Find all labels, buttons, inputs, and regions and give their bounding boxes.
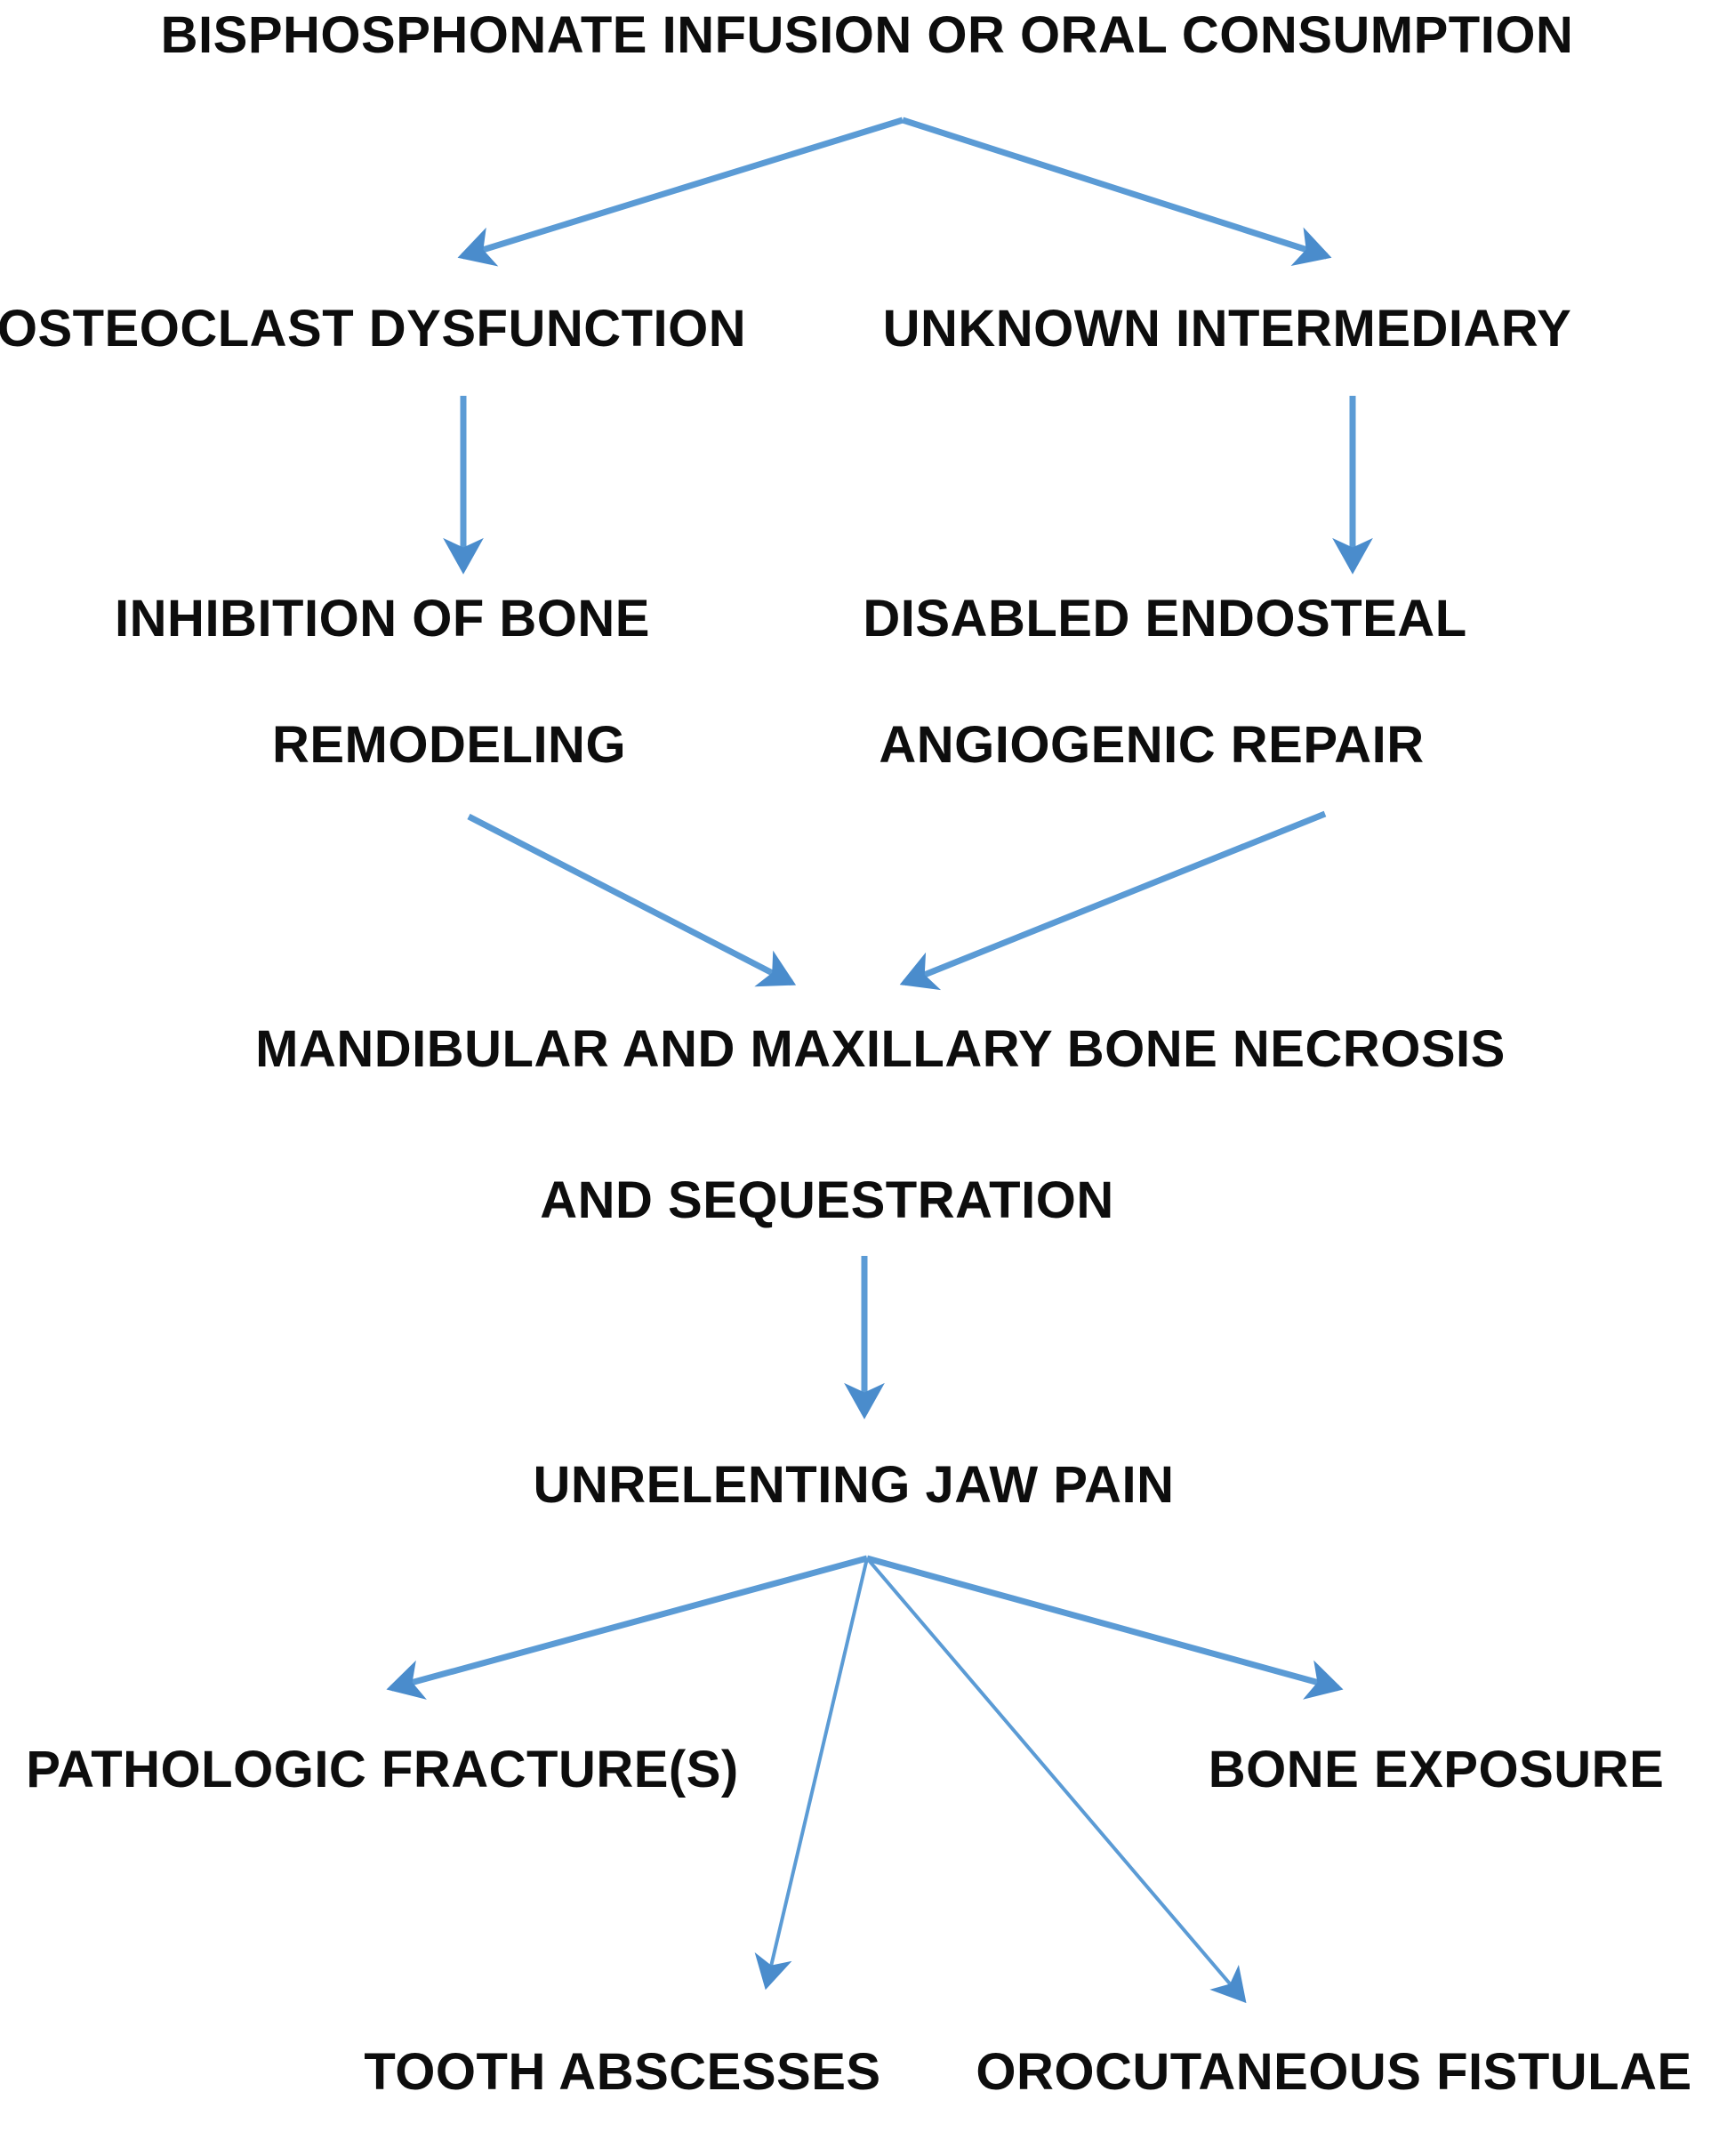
node-and-sequestration: AND SEQUESTRATION <box>540 1171 1114 1229</box>
node-osteoclast-dysfunction: OSTEOCLAST DYSFUNCTION <box>0 300 747 358</box>
node-pathologic-fracture: PATHOLOGIC FRACTURE(S) <box>26 1741 739 1798</box>
node-remodeling: REMODELING <box>271 716 627 774</box>
edge-bisphosphonate-apex-left <box>457 117 904 267</box>
node-angiogenic-repair: ANGIOGENIC REPAIR <box>879 716 1425 774</box>
edge-jawpain-fracture <box>386 1555 868 1700</box>
edge-angiogenic-necrosis <box>899 810 1327 991</box>
node-bisphosphonate: BISPHOSPHONATE INFUSION OR ORAL CONSUMPT… <box>160 6 1574 64</box>
node-unknown-intermediary: UNKNOWN INTERMEDIARY <box>882 300 1572 358</box>
edge-jawpain-fistulae <box>865 1557 1247 2004</box>
node-bone-necrosis: MANDIBULAR AND MAXILLARY BONE NECROSIS <box>255 1020 1506 1078</box>
node-disabled-endosteal: DISABLED ENDOSTEAL <box>863 590 1467 648</box>
node-bone-exposure: BONE EXPOSURE <box>1208 1741 1665 1798</box>
node-inhibition-of-bone: INHIBITION OF BONE <box>115 590 650 648</box>
node-unrelenting-jaw-pain: UNRELENTING JAW PAIN <box>533 1456 1175 1514</box>
edge-jawpain-exposure <box>866 1555 1344 1700</box>
edge-bisphosphonate-apex-right <box>901 117 1332 267</box>
node-tooth-abscesses: TOOTH ABSCESSES <box>364 2043 881 2101</box>
edge-remodeling-necrosis <box>467 813 797 987</box>
node-orocutaneous-fistulae: OROCUTANEOUS FISTULAE <box>976 2043 1692 2101</box>
edge-jawpain-abscesses <box>754 1557 869 1991</box>
edges-group <box>386 117 1373 2004</box>
